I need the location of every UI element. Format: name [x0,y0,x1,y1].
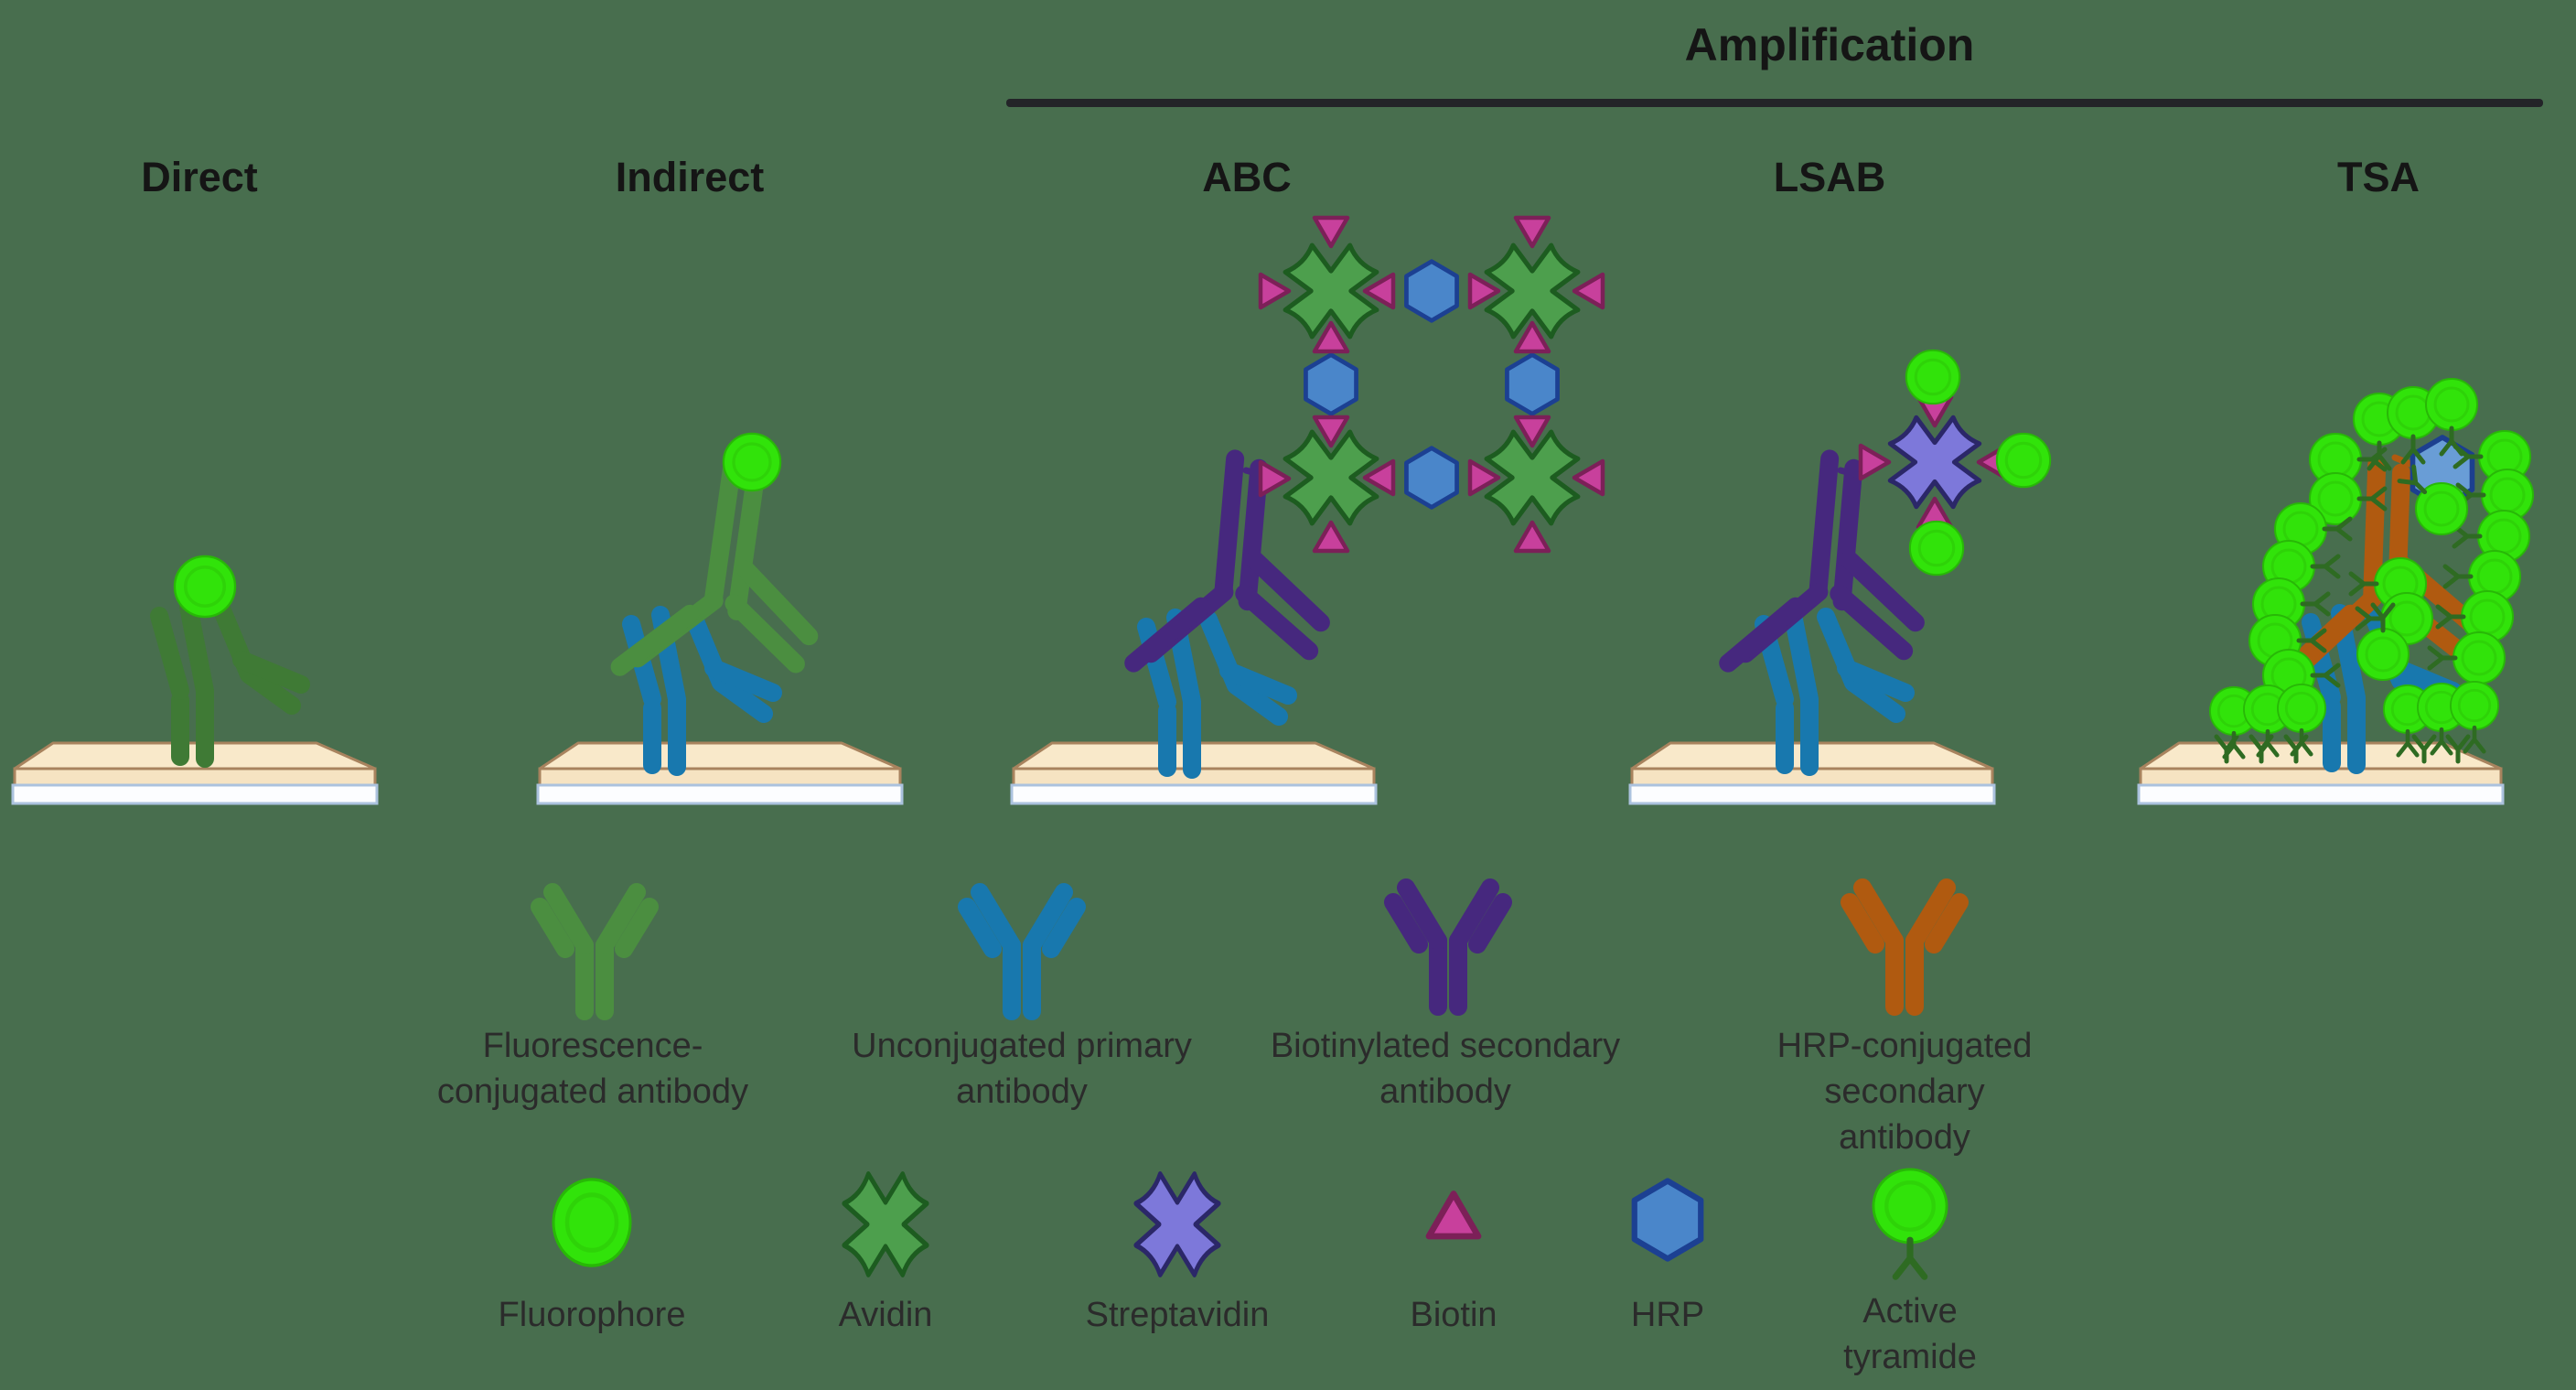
fluorophore-icon [553,1180,630,1266]
fluorescence-conjugated-antibody-icon [159,607,301,759]
abc-scene [1010,218,1603,805]
legend-label-active-tyramide: Active tyramide [1773,1288,2047,1380]
biotin-linker [1837,467,1864,479]
fluorophore-icon [1908,520,1965,576]
lsab-scene [1628,349,2052,805]
indirect-scene [536,432,904,805]
tsa-scene [2137,379,2533,805]
active-tyramide-icon [1873,1169,1947,1277]
unconjugated-primary-antibody-icon [967,892,1077,1011]
column-header-abc: ABC [1202,154,1292,200]
amplification-title: Amplification [1684,19,1975,70]
legend-label-line: Unconjugated primary [852,1027,1192,1065]
biotin-icon [1574,461,1603,494]
biotin-icon [1261,462,1289,495]
legend-label-avidin: Avidin [838,1296,933,1334]
avidin-icon [827,1153,944,1296]
legend-label-hrp: HRP [1630,1296,1705,1334]
legend-label-line: tyramide [1843,1338,1977,1376]
secondary-antibody-icon [620,457,831,693]
column-header-lsab: LSAB [1773,154,1886,200]
fluorophore-icon [722,432,782,492]
slide-icon [11,741,379,805]
column-header-indirect: Indirect [615,154,765,200]
fluorophore-icon [1995,432,2052,489]
column-header-tsa: TSA [2337,154,2420,200]
legend-label-line: Biotinylated secondary [1270,1027,1621,1065]
biotin-icon [1315,218,1347,246]
legend-label-streptavidin: Streptavidin [1085,1296,1270,1334]
biotin-icon [1574,275,1603,307]
legend-label-line: antibody [956,1072,1088,1111]
fluorescence-conjugated-antibody-icon [540,892,649,1011]
legend-label-line: antibody [1379,1072,1511,1111]
biotin-icon [1861,446,1889,479]
legend-label-hrp-conjugated-secondary-antibody: HRP-conjugated secondary antibody [1694,1023,2115,1160]
fluorophore-icon [173,555,237,619]
legend-label-line: Active [1862,1292,1958,1331]
legend-label-line: conjugated antibody [436,1072,749,1111]
direct-scene [11,555,379,805]
biotin-icon [1429,1194,1478,1237]
active-tyramide-icon [2451,682,2498,751]
biotin-icon [1516,218,1549,246]
hrp-icon [1305,355,1356,415]
legend-label-line: antibody [1839,1118,1970,1157]
legend-label-unconjugated-primary-antibody: Unconjugated primary antibody [811,1023,1232,1115]
legend-label-biotin: Biotin [1410,1296,1497,1334]
column-header-direct: Direct [141,154,258,200]
hrp-icon [1406,262,1456,321]
biotinylated-secondary-antibody-icon [1393,888,1503,1007]
hrp-icon [1406,448,1456,508]
biotin-icon [1516,523,1549,551]
biotin-icon [1315,523,1347,551]
hrp-icon [1507,355,1557,415]
legend-label-line: Fluorescence- [482,1027,703,1065]
legend-label-fluorescence-conjugated-antibody: Fluorescence- conjugated antibody [382,1023,803,1115]
biotin-icon [1261,275,1289,307]
streptavidin-icon [1119,1153,1236,1296]
amplification-rule [1006,99,2543,107]
legend-label-fluorophore: Fluorophore [498,1296,686,1334]
fluorophore-icon [1905,349,1961,405]
hrp-conjugated-secondary-antibody-icon [1850,888,1959,1007]
legend-label-line: HRP-conjugated secondary [1776,1027,2033,1111]
hrp-icon [1635,1181,1701,1259]
legend-label-biotinylated-secondary-antibody: Biotinylated secondary antibody [1235,1023,1656,1115]
slide-icon [536,741,904,805]
